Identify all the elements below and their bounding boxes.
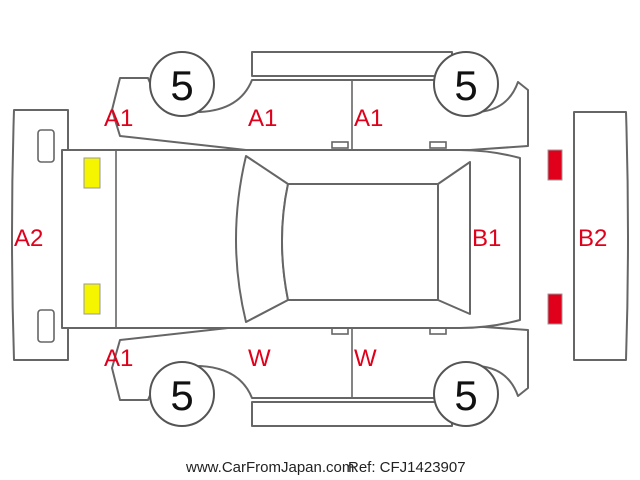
a-pillar-bottom [245, 299, 289, 323]
mark-front-bottom-left: A1 [104, 345, 133, 372]
top-door-handle-rear [429, 141, 447, 149]
top-door-handle-front [331, 141, 349, 149]
front-bumper [11, 109, 69, 361]
bottom-roof-strip [251, 401, 453, 427]
taillight-top-lamp [547, 149, 563, 181]
top-roof-strip [251, 51, 453, 77]
tire-rear-bottom: 5 [433, 361, 499, 427]
tire-rear-top: 5 [433, 51, 499, 117]
rear-bumper [573, 111, 629, 361]
mark-door-top-front: A1 [248, 105, 277, 132]
mark-front-top-left: A1 [104, 105, 133, 132]
tire-front-bottom-grade: 5 [170, 372, 193, 419]
headlight-bottom-lamp [83, 283, 101, 315]
mark-rear-bumper: B2 [578, 225, 607, 252]
front-bumper-slot-top [37, 129, 55, 163]
headlight-top-lamp [83, 157, 101, 189]
footer-ref: Ref: CFJ1423907 [348, 459, 466, 476]
taillight-bottom-lamp [547, 293, 563, 325]
tire-front-top: 5 [149, 51, 215, 117]
mark-rear-panel: B1 [472, 225, 501, 252]
mark-front-bumper: A2 [14, 225, 43, 252]
tire-front-bottom: 5 [149, 361, 215, 427]
footer-site: www.CarFromJapan.com [185, 459, 354, 476]
a-pillar-top [245, 155, 289, 185]
tire-rear-top-grade: 5 [454, 62, 477, 109]
front-bumper-slot-bottom [37, 309, 55, 343]
mark-door-bottom-rear: W [354, 345, 377, 372]
tire-front-top-grade: 5 [170, 62, 193, 109]
rear-window [437, 161, 471, 315]
mark-door-top-rear: A1 [354, 105, 383, 132]
mark-door-bottom-front: W [248, 345, 271, 372]
tire-rear-bottom-grade: 5 [454, 372, 477, 419]
windshield [235, 155, 289, 323]
roof [281, 183, 439, 301]
